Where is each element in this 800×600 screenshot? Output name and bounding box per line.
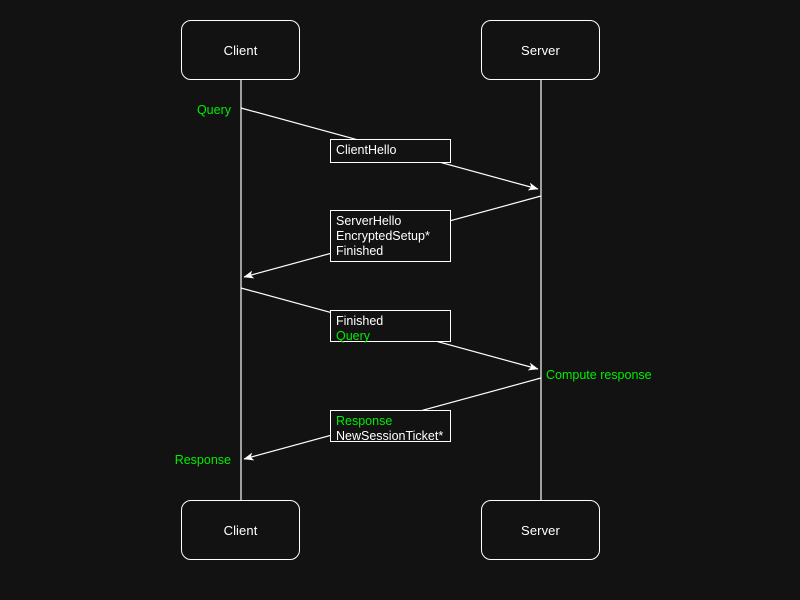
actor-client-bottom-label: Client — [223, 522, 258, 538]
message-box-server-hello[interactable]: ServerHello EncryptedSetup* Finished — [330, 210, 451, 262]
actor-server-top[interactable]: Server — [481, 20, 600, 80]
actor-client-top-label: Client — [223, 42, 258, 58]
note-query: Query — [196, 103, 231, 117]
message-line: ClientHello — [336, 143, 397, 157]
message-line: Query — [336, 329, 371, 343]
note-compute-response: Compute response — [546, 368, 652, 382]
actor-client-top[interactable]: Client — [181, 20, 300, 80]
actor-server-top-label: Server — [521, 42, 560, 58]
message-box-finished-query[interactable]: Finished Query — [330, 310, 451, 343]
message-line: Finished — [336, 244, 384, 258]
message-line: ServerHello — [336, 214, 402, 228]
message-box-response-ticket[interactable]: Response NewSessionTicket* — [330, 410, 451, 443]
message-box-client-hello[interactable]: ClientHello — [330, 139, 451, 163]
message-line: Finished — [336, 314, 384, 328]
note-response: Response — [174, 453, 231, 467]
message-line: EncryptedSetup* — [336, 229, 430, 243]
message-line: NewSessionTicket* — [336, 429, 444, 443]
message-line: Response — [336, 414, 393, 428]
actor-server-bottom[interactable]: Server — [481, 500, 600, 560]
actor-client-bottom[interactable]: Client — [181, 500, 300, 560]
actor-server-bottom-label: Server — [521, 522, 560, 538]
